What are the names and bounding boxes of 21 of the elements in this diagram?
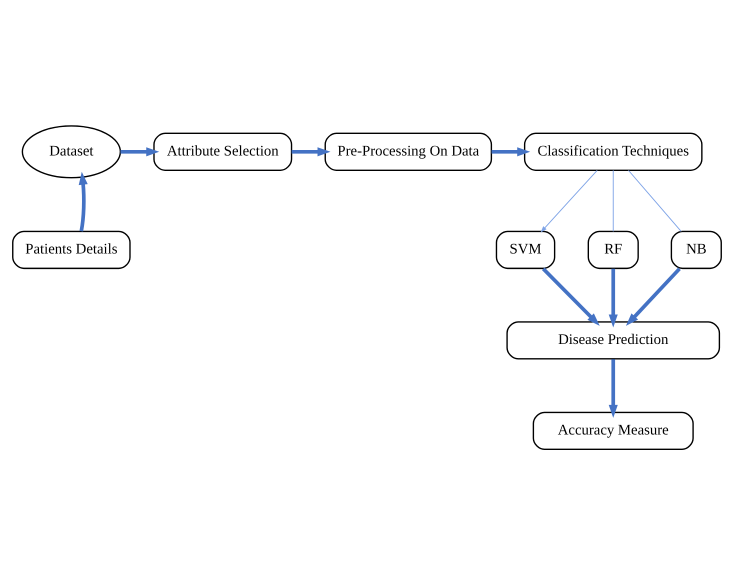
connector: [612, 170, 614, 232]
node-box: SVM: [496, 230, 556, 270]
arrow: [492, 147, 530, 156]
arrow: [608, 359, 618, 418]
node-box: Classification Techniques: [524, 132, 703, 171]
arrow: [608, 268, 618, 328]
arrow: [120, 147, 160, 156]
connector: [628, 170, 682, 232]
arrow: [540, 170, 598, 232]
node-box: Patients Details: [12, 230, 131, 270]
arrow: [542, 267, 600, 326]
node-box: NB: [670, 230, 722, 270]
node-box: Pre-Processing On Data: [324, 132, 492, 171]
arrow: [626, 268, 681, 326]
arrow: [78, 172, 88, 232]
node-box: Attribute Selection: [153, 132, 292, 171]
node-box: Accuracy Measure: [532, 412, 694, 450]
node-box: RF: [588, 230, 639, 270]
node-ellipse: Dataset: [22, 125, 122, 178]
arrow: [292, 147, 330, 156]
node-box: Disease Prediction: [506, 321, 720, 360]
